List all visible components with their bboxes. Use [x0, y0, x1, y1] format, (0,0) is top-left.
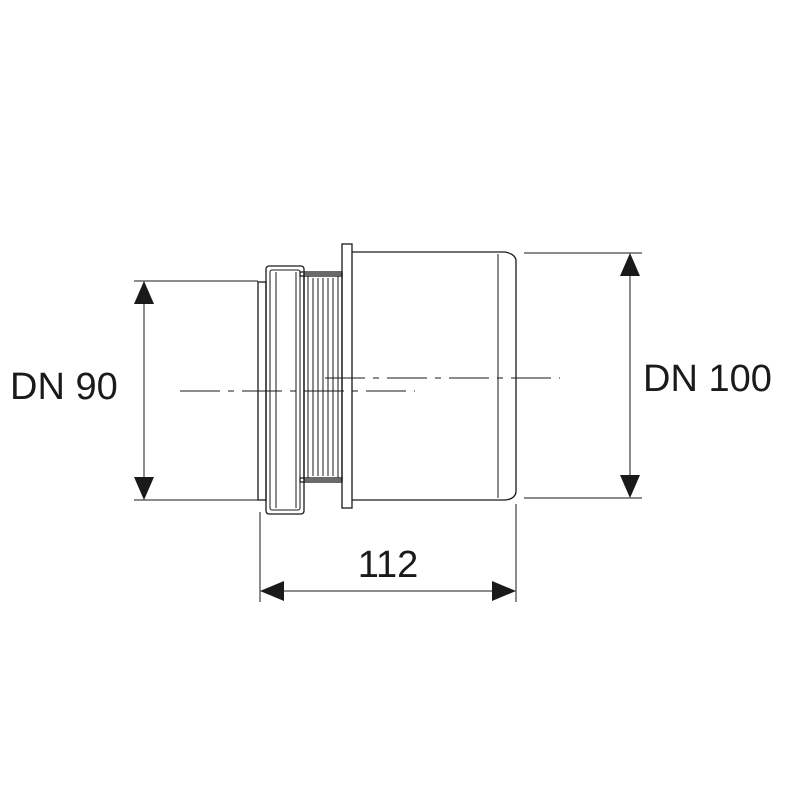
sealing-ribs [299, 271, 343, 483]
dn90-arrow-bottom [134, 477, 154, 500]
length-label: 112 [358, 544, 419, 586]
dn90-label: DN 90 [10, 366, 118, 408]
dn90-dimension: DN 90 [10, 280, 258, 501]
dn90-arrow-top [134, 281, 154, 304]
length-dimension: 112 [259, 504, 517, 602]
dn100-label: DN 100 [643, 358, 772, 400]
main-body [352, 251, 517, 501]
dn100-arrow-top [620, 253, 640, 276]
pipe-adapter-outline [180, 243, 560, 515]
length-arrow-left [260, 581, 284, 601]
dn100-arrow-bottom [620, 475, 640, 498]
dn100-dimension: DN 100 [524, 252, 772, 499]
center-line [180, 377, 560, 392]
spigot-seal-ring [257, 265, 305, 515]
length-arrow-right [492, 581, 516, 601]
flange [341, 243, 353, 509]
